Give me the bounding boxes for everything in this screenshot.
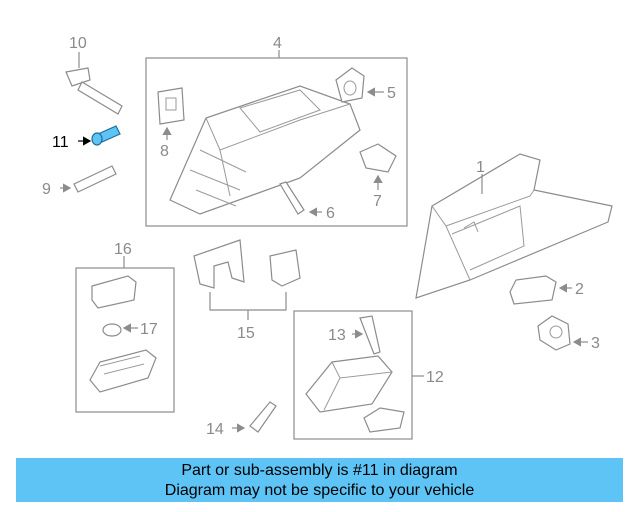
banner-line-2: Diagram may not be specific to your vehi… bbox=[164, 482, 475, 499]
callout-13: 13 bbox=[328, 327, 346, 344]
callout-10: 10 bbox=[69, 35, 87, 52]
part-17-bulb[interactable] bbox=[102, 323, 138, 337]
part-5-latch[interactable] bbox=[335, 67, 384, 103]
part-12-duct[interactable] bbox=[305, 355, 424, 433]
callout-9: 9 bbox=[42, 181, 51, 198]
part-2-clip[interactable] bbox=[509, 275, 572, 305]
callout-5: 5 bbox=[387, 85, 396, 102]
part-4-door-assembly[interactable] bbox=[169, 50, 361, 215]
callout-15: 15 bbox=[237, 325, 255, 342]
callout-3: 3 bbox=[591, 335, 600, 352]
part-15-brackets[interactable] bbox=[193, 239, 301, 320]
callout-17: 17 bbox=[140, 321, 158, 338]
part-9-rod[interactable] bbox=[60, 165, 117, 193]
assembly-16-frame bbox=[75, 267, 175, 413]
banner-line-1: Part or sub-assembly is #11 in diagram bbox=[181, 462, 458, 479]
part-7-handle[interactable] bbox=[359, 143, 397, 190]
part-16-lamp[interactable] bbox=[91, 256, 137, 309]
callout-11: 11 bbox=[52, 134, 69, 151]
callout-14: 14 bbox=[206, 421, 224, 438]
part-16-housing[interactable] bbox=[89, 349, 157, 393]
callout-4: 4 bbox=[273, 35, 282, 52]
info-banner: Part or sub-assembly is #11 in diagram D… bbox=[16, 458, 623, 502]
callout-16: 16 bbox=[114, 241, 132, 258]
part-14-pin[interactable] bbox=[232, 401, 277, 433]
part-6-damper[interactable] bbox=[279, 181, 322, 217]
part-10-hinge[interactable] bbox=[65, 52, 123, 115]
parts-diagram: 10 4 5 11 8 1 9 7 6 16 2 17 15 13 3 12 1… bbox=[42, 35, 613, 440]
callout-8: 8 bbox=[160, 143, 169, 160]
callout-12: 12 bbox=[426, 369, 444, 386]
part-8-bracket[interactable] bbox=[157, 87, 185, 140]
assembly-12-frame bbox=[293, 310, 413, 440]
part-3-bumper[interactable] bbox=[537, 315, 588, 351]
part-1-glovebox-bin[interactable] bbox=[415, 153, 613, 299]
callout-7: 7 bbox=[373, 193, 382, 210]
callout-6: 6 bbox=[326, 205, 335, 222]
callout-1: 1 bbox=[476, 159, 485, 176]
part-13-screw[interactable] bbox=[352, 315, 381, 355]
callout-2: 2 bbox=[575, 281, 584, 298]
assembly-4-frame bbox=[145, 57, 408, 227]
part-11-pin[interactable] bbox=[78, 125, 121, 146]
